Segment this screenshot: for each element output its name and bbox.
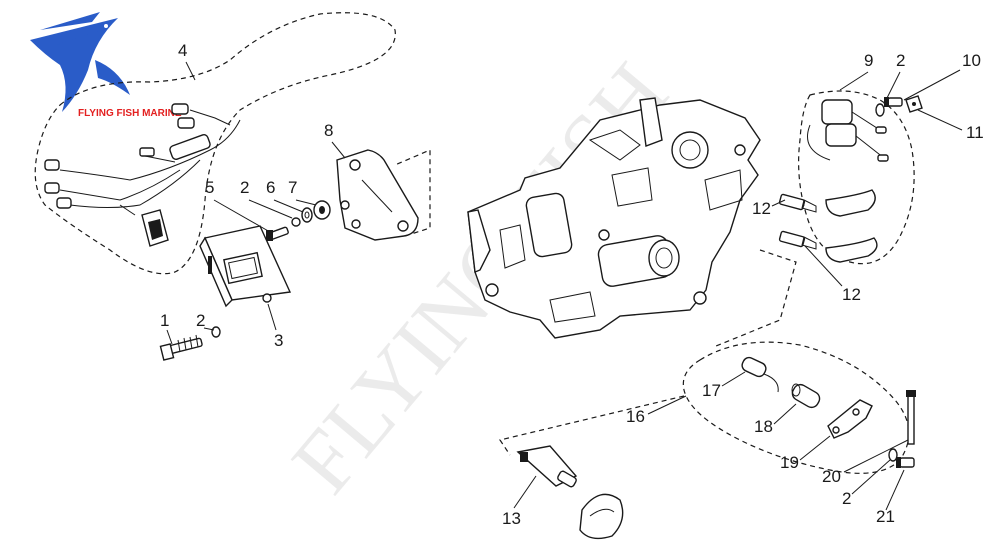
callout-9: 9 xyxy=(864,51,873,70)
group-4-boundary xyxy=(34,12,396,275)
washer-2-lower xyxy=(888,448,898,462)
callout-21: 21 xyxy=(876,507,895,526)
callout-6: 6 xyxy=(266,178,275,197)
callout-13: 13 xyxy=(502,509,521,528)
group-9-boundary xyxy=(798,90,915,265)
callout-18: 18 xyxy=(754,417,773,436)
cdi-unit xyxy=(199,225,292,308)
spark-plug-upper xyxy=(778,193,817,213)
callout-4: 4 xyxy=(178,41,187,60)
callout-12b: 12 xyxy=(842,285,861,304)
callout-2a: 2 xyxy=(240,178,249,197)
grommet-7 xyxy=(313,200,331,220)
wire-harness xyxy=(44,103,241,247)
bolt-5 xyxy=(266,217,301,241)
lever-19 xyxy=(827,399,873,439)
bolt-10 xyxy=(884,97,903,107)
flying-fish-logo-icon xyxy=(30,12,130,112)
callout-5: 5 xyxy=(205,178,214,197)
bolt-21 xyxy=(896,457,915,468)
bolt-1 xyxy=(159,326,221,361)
callout-16: 16 xyxy=(626,407,645,426)
callout-8: 8 xyxy=(324,121,333,140)
callout-1: 1 xyxy=(160,311,169,330)
cylinder-block xyxy=(467,97,761,339)
clip-11 xyxy=(905,95,923,113)
callout-20: 20 xyxy=(822,467,841,486)
callout-11: 11 xyxy=(966,123,984,142)
screw-20 xyxy=(906,390,916,445)
brand-name: FLYING FISH MARINE xyxy=(78,108,182,119)
callout-10: 10 xyxy=(962,51,981,70)
callout-2b: 2 xyxy=(196,311,205,330)
callout-17: 17 xyxy=(702,381,721,400)
callout-2d: 2 xyxy=(842,489,851,508)
washer-2 xyxy=(875,103,885,117)
callout-7: 7 xyxy=(288,178,297,197)
ignition-coil xyxy=(807,99,889,162)
rubber-cap xyxy=(579,493,624,540)
washer-6 xyxy=(301,207,313,223)
spark-plug-cap xyxy=(825,189,878,263)
temperature-switch-13 xyxy=(516,445,578,488)
callout-19: 19 xyxy=(780,453,799,472)
spark-plug-lower xyxy=(778,230,817,250)
callout-3: 3 xyxy=(274,331,283,350)
callout-2c: 2 xyxy=(896,51,905,70)
bracket-8 xyxy=(336,149,419,241)
sensor-17 xyxy=(741,356,779,393)
sleeve-18 xyxy=(791,383,821,409)
callout-12a: 12 xyxy=(752,199,771,218)
group-16-boundary xyxy=(682,341,910,474)
